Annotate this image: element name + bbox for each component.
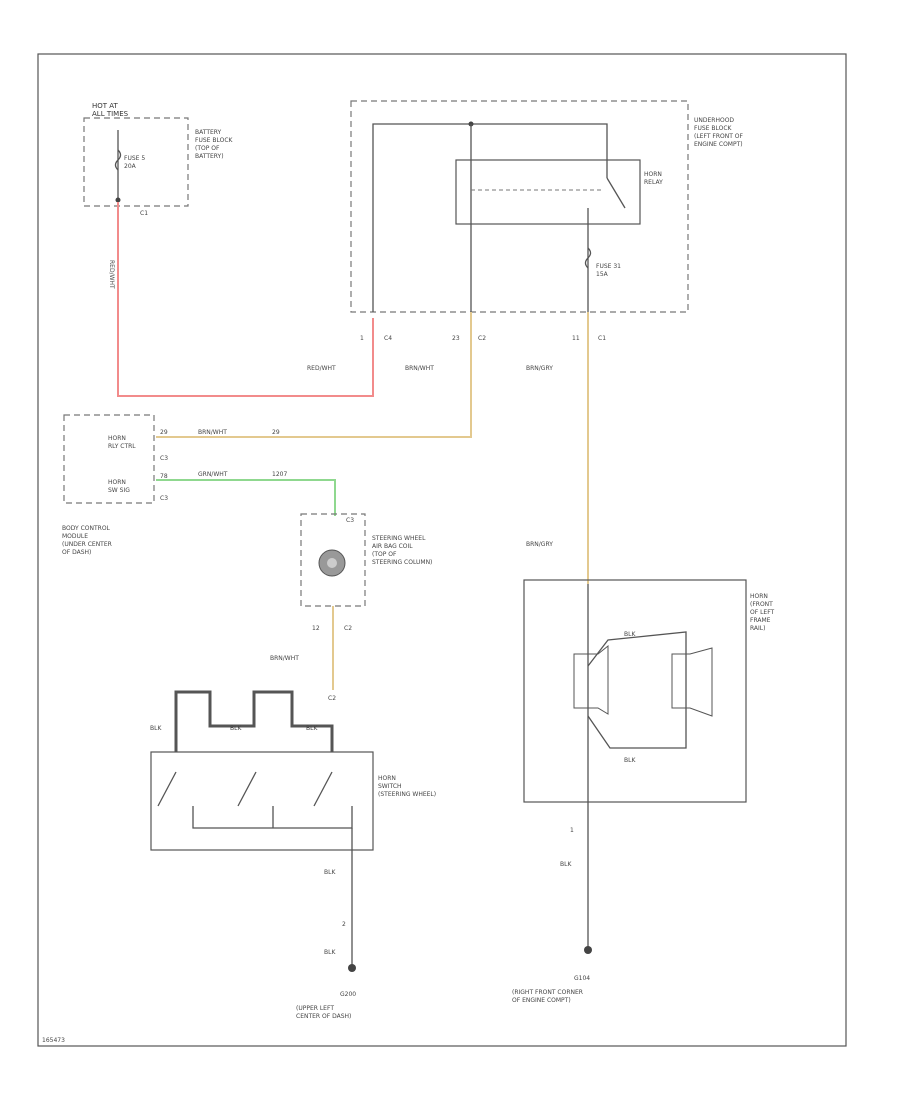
fuse-31-symbol [584, 247, 592, 269]
batt-pin-label: C1 [140, 210, 148, 217]
brn-wht-relay-wire [156, 312, 472, 438]
horn-wire-top: BLK [624, 631, 636, 638]
ground-right-id: G104 [574, 975, 590, 982]
underhood-fuse-block-box [350, 100, 689, 313]
pin-23: 23 [452, 335, 460, 342]
bcm-conn-c3b: C3 [160, 495, 168, 502]
switch-contact-2 [237, 771, 257, 807]
battery-fuse-block-box [83, 117, 189, 207]
horn-wire-bottom: BLK [624, 757, 636, 764]
blk-left-label: BLK [150, 725, 162, 732]
pin-sw-2: 2 [342, 921, 346, 928]
brn-gry-top-label: BRN/GRY [526, 365, 553, 372]
air-bag-coil-hub [327, 558, 337, 568]
blk-down-label: BLK [324, 949, 336, 956]
horn-relay-box [455, 159, 641, 225]
brn-wht-29-label: BRN/WHT [198, 429, 227, 436]
brn-gry-horn-label: BRN/GRY [526, 541, 553, 548]
horn-diaphragm-right [671, 647, 713, 717]
conn-c4: C4 [384, 335, 392, 342]
blk-mid-label: BLK [230, 725, 242, 732]
relay-contact [606, 177, 626, 209]
coil-pin-12: 12 [312, 625, 320, 632]
switch-pin-label: C2 [328, 695, 336, 702]
pin-1: 1 [360, 335, 364, 342]
ground-left-id: G200 [340, 991, 356, 998]
bcm-pin-78: 78 [160, 473, 168, 480]
ground-right-symbol [584, 946, 592, 954]
grn-wht-wire [156, 479, 336, 516]
blk-horn-label: BLK [560, 861, 572, 868]
red-vertical-label: RED/WHT [108, 260, 115, 289]
horn-diaphragm-left [573, 644, 609, 715]
bcm-conn-c3: C3 [160, 455, 168, 462]
horn-switch-bar [174, 690, 334, 752]
blk-sw-label: BLK [324, 869, 336, 876]
fuse-5-symbol [114, 149, 122, 171]
red-wht-label: RED/WHT [307, 365, 336, 372]
horn-switch-box [150, 751, 374, 851]
horn-box [523, 579, 747, 803]
figure-code: 165473 [42, 1037, 65, 1044]
brn-wht-bottom-label: BRN/WHT [270, 655, 299, 662]
switch-contact-3 [313, 771, 333, 807]
brn-wht-top-label: BRN/WHT [405, 365, 434, 372]
diagram-frame [37, 53, 847, 1047]
coil-conn-c2: C2 [344, 625, 352, 632]
horn-coil-loop [587, 631, 687, 749]
red-wht-wire [117, 202, 374, 397]
blk-right-label: BLK [306, 725, 318, 732]
bcm-pin-29: 29 [160, 429, 168, 436]
grn-wht-label: GRN/WHT [198, 471, 228, 478]
underhood-bus [372, 123, 608, 312]
grn-wht-b-label: 1207 [272, 471, 287, 478]
battery-splice [115, 197, 121, 203]
steering-coil-box [300, 513, 366, 607]
conn-c1: C1 [598, 335, 606, 342]
ground-left-symbol [348, 964, 356, 972]
pin-11: 11 [572, 335, 580, 342]
bcm-box [63, 414, 155, 504]
switch-contact-1 [157, 771, 177, 807]
conn-c2: C2 [478, 335, 486, 342]
brn-wht-29b-label: 29 [272, 429, 280, 436]
horn-pin-1: 1 [570, 827, 574, 834]
coil-pin-top: C3 [346, 517, 354, 524]
